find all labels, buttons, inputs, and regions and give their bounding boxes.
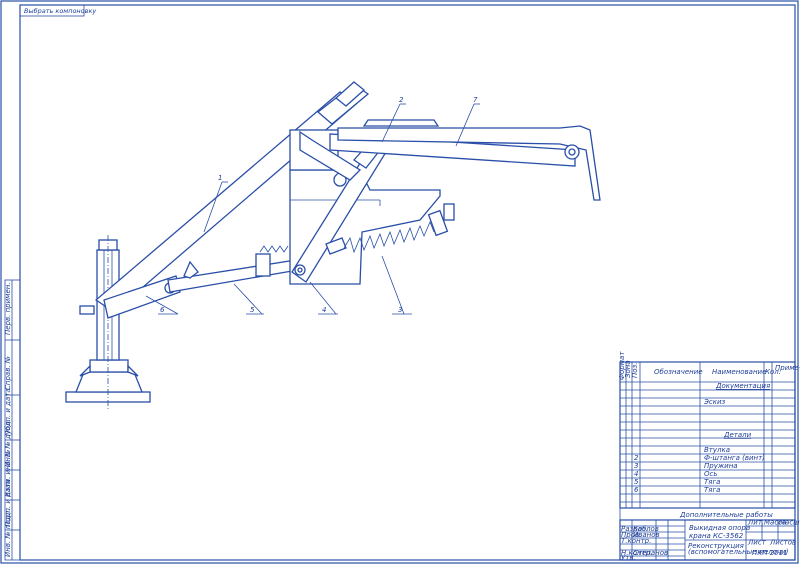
spec-row-3-pos: 4: [634, 470, 638, 478]
support-jack: [65, 235, 151, 410]
spec-table: Формат Зона Поз. Обозначение Наименовани…: [618, 351, 800, 521]
callout-6: 6: [160, 306, 165, 314]
side-label-3: Инв. № дубл.: [4, 419, 12, 467]
strut-1-tip: [334, 81, 366, 107]
spec-row-1-pos: 2: [634, 454, 639, 462]
link-6-body: [103, 275, 181, 319]
callout-5: 5: [250, 306, 255, 314]
jack-nut: [89, 359, 129, 373]
spring-3: [325, 203, 455, 255]
title-name-1: Иванов: [633, 531, 660, 539]
rod-5: [167, 245, 299, 293]
jack-handle-right: [127, 364, 139, 377]
spec-row-2-pos: 3: [634, 462, 638, 470]
spring-3-right-cup: [427, 209, 449, 237]
callout-4: 4: [322, 306, 326, 314]
side-label-4: Взам. инв. №: [4, 449, 12, 497]
spec-h-qty: Кол.: [765, 368, 781, 376]
spec-row-4-pos: 5: [634, 478, 639, 486]
title-line-2: крана КС-3562: [689, 532, 744, 540]
boom-7-eye-center: [568, 148, 576, 156]
side-label-5: Подп. и дата: [4, 479, 12, 527]
top-stamp-box: [19, 4, 85, 17]
jack-side-lug: [79, 305, 95, 315]
side-strip-box: [4, 279, 21, 561]
spec-h-pos: Поз.: [631, 363, 639, 379]
spec-h-format: Формат: [618, 351, 626, 380]
title-role-0: Разраб.: [621, 525, 649, 533]
spec-doc-item: Эскиз: [703, 398, 726, 406]
spec-section-parts: Детали: [723, 431, 752, 439]
rod-5-spring: [259, 245, 289, 253]
jack-base-cone: [75, 371, 143, 393]
boom-7-top-plate: [362, 119, 440, 127]
callout-1: 1: [218, 174, 222, 182]
spec-h-zone: Зона: [624, 360, 632, 378]
spec-h-name: Наименование: [712, 368, 766, 376]
title-org: ПКП 2011: [752, 549, 788, 557]
spec-row-0-name: Втулка: [704, 446, 730, 454]
title-block: Разраб. Пров. Т.контр. Н.контр. Утв. Коз…: [619, 519, 800, 562]
side-label-2: Подп. и дата: [4, 388, 12, 436]
mechanism-drawing: 2 7 1 6 5 4 3: [65, 81, 601, 410]
title-scale-label: Масштаб: [779, 519, 800, 527]
rod-5-clamp: [255, 253, 271, 277]
title-mass-label: Масса: [764, 519, 786, 527]
spec-row-4-name: Тяга: [704, 478, 720, 486]
spring-3-left-cup: [325, 237, 347, 255]
spec-h-designation: Обозначение: [654, 368, 703, 376]
spring-3-coil: [343, 220, 435, 254]
title-sheets-label: Листов: [769, 539, 796, 547]
spec-row-lines: [620, 389, 795, 503]
title-desc-2: (вспомогательные мелочи): [688, 548, 789, 556]
side-label-1: Справ. №: [4, 356, 12, 390]
boom-7-outline: [337, 125, 601, 201]
title-name-0: Козлов: [633, 525, 659, 533]
title-sheet-label: Лист: [747, 539, 767, 547]
boom-7-body: [329, 133, 576, 167]
callouts: 2 7 1 6 5 4 3: [145, 96, 480, 315]
title-lit-label: Лит.: [747, 519, 764, 527]
jack-handle-left: [79, 364, 91, 377]
title-role-4: Утв.: [621, 554, 636, 562]
housing-block: [289, 129, 441, 285]
top-stamp-text: Выбрать компоновку: [24, 7, 96, 15]
spec-row-1-name: Ф-штанга (винт): [704, 454, 765, 462]
spec-row-2-name: Пружина: [704, 462, 738, 470]
spec-h-note: Приме-чание: [775, 364, 800, 372]
callout-7: 7: [473, 96, 478, 104]
side-label-0: Перв. примен.: [4, 282, 12, 335]
spec-row-3-name: Ось: [704, 470, 717, 478]
title-role-2: Т.контр.: [621, 537, 651, 545]
title-grid: [620, 520, 685, 560]
title-desc-1: Реконструкция: [688, 542, 744, 550]
title-name-3: Степанов: [633, 549, 668, 557]
rod-5-hook: [183, 260, 199, 279]
spec-row-5-pos: 6: [634, 486, 639, 494]
spec-subtitle: Дополнительные работы: [679, 511, 773, 519]
side-strip: Перв. примен. Справ. № Подп. и дата Инв.…: [4, 279, 21, 561]
callout-3: 3: [398, 306, 402, 314]
callout-2: 2: [399, 96, 404, 104]
title-line-1: Выкидная опора: [689, 524, 750, 532]
boom-7: [329, 119, 601, 201]
link-2-body: [299, 130, 362, 181]
spec-section-docs: Документация: [715, 382, 770, 390]
spring-3-bracket: [443, 203, 455, 221]
side-label-6: Инв. № подл.: [4, 509, 12, 557]
spec-row-5-name: Тяга: [704, 486, 720, 494]
title-role-1: Пров.: [621, 531, 641, 539]
title-role-3: Н.контр.: [621, 549, 652, 557]
lever-4-pin-center: [297, 267, 303, 273]
